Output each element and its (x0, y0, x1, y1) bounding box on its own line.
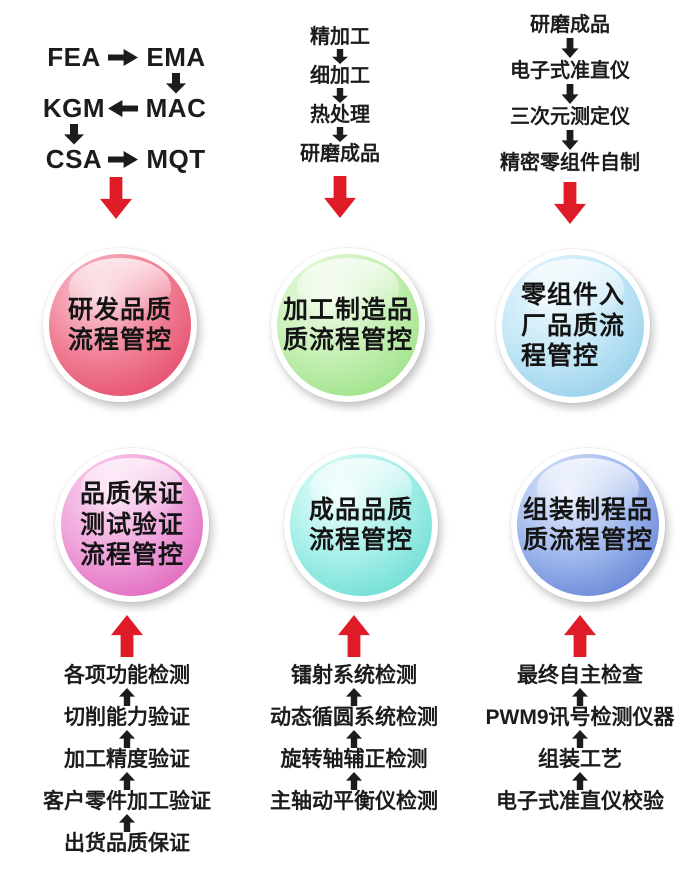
code-label: MQT (146, 144, 206, 174)
incoming-parts-flow: 研磨成品 电子式准直仪 三次元测定仪 精密零组件自制 (453, 14, 687, 224)
up-arrow-icon (119, 688, 135, 706)
up-arrow-icon (572, 688, 588, 706)
down-arrow-icon (561, 38, 579, 58)
flow-step: 镭射系统检测 (291, 664, 417, 687)
flow-step: 研磨成品 (300, 143, 380, 165)
bubble-line: 研发品质 (67, 295, 172, 324)
bubble-line: 流程管控 (67, 326, 172, 354)
bubble-label: 品质保证 测试验证 流程管控 (80, 479, 184, 571)
bubble-line: 流程管控 (79, 541, 184, 570)
flow-step: 研磨成品 (530, 14, 610, 36)
flow-step: 三次元测定仪 (510, 106, 630, 128)
bubble-label: 组装制程品 质流程管控 (523, 495, 653, 556)
up-arrow-icon (346, 730, 362, 748)
bubble-qa-test-verify: 品质保证 测试验证 流程管控 (24, 448, 209, 602)
red-down-arrow-icon (324, 176, 356, 218)
flow-step: 热处理 (310, 104, 370, 126)
down-arrow-icon (166, 72, 186, 94)
bubble-circle: 成品品质 流程管控 (284, 448, 438, 602)
flow-step: 主轴动平衡仪检测 (270, 790, 438, 813)
code-label: CSA (45, 144, 103, 174)
bubble-machining-quality: 加工制造品 质流程管控 (271, 248, 456, 402)
code-label: FEA (47, 42, 101, 72)
left-arrow-icon (108, 100, 138, 117)
flow-step: 加工精度验证 (64, 748, 190, 771)
right-arrow-icon (108, 151, 138, 168)
red-up-arrow-icon (564, 615, 596, 657)
bubble-assembly-process-quality: 组装制程品 质流程管控 (480, 448, 665, 602)
flow-step: 精密零组件自制 (500, 152, 640, 174)
code-label: MAC (145, 93, 207, 123)
flow-step: 最终自主检查 (517, 664, 643, 687)
bubble-circle: 研发品质 流程管控 (43, 248, 197, 402)
assembly-check-flow: 最终自主检查 PWM9讯号检测仪器 组装工艺 电子式准直仪校验 (463, 615, 697, 813)
red-up-arrow-icon (111, 615, 143, 657)
rd-code-flow: FEA EMA KGM MAC CSA MQT (42, 42, 212, 175)
up-arrow-icon (119, 772, 135, 790)
bubble-incoming-quality: 零组件入 厂品质流 程管控 (496, 249, 681, 403)
flow-step: 出货品质保证 (64, 832, 190, 855)
bubble-label: 成品品质 流程管控 (309, 495, 413, 556)
up-arrow-icon (572, 730, 588, 748)
bubble-line: 质流程管控 (282, 326, 413, 354)
bubble-finished-product-quality: 成品品质 流程管控 (253, 448, 438, 602)
bubble-line: 加工制造品 (282, 295, 413, 324)
down-arrow-icon (64, 123, 84, 145)
bubble-line: 质流程管控 (522, 526, 653, 554)
right-arrow-icon (108, 49, 138, 66)
system-test-flow: 镭射系统检测 动态循圆系统检测 旋转轴辅正检测 主轴动平衡仪检测 (237, 615, 471, 813)
flow-step: 组装工艺 (538, 748, 622, 771)
machining-flow: 精加工 细加工 热处理 研磨成品 (223, 26, 457, 218)
red-down-arrow-icon (554, 182, 586, 224)
bubble-line: 流程管控 (308, 526, 413, 554)
bubble-rd-quality: 研发品质 流程管控 (43, 248, 228, 402)
down-arrow-icon (332, 127, 348, 142)
down-arrow-icon (561, 84, 579, 104)
bubble-circle: 加工制造品 质流程管控 (271, 248, 425, 402)
flow-step: 电子式准直仪 (510, 60, 630, 82)
flow-step: 细加工 (310, 65, 370, 87)
flow-step: 旋转轴辅正检测 (280, 748, 428, 771)
bubble-line: 成品品质 (308, 495, 413, 524)
bubble-circle: 品质保证 测试验证 流程管控 (55, 448, 209, 602)
functional-test-flow: 各项功能检测 切削能力验证 加工精度验证 客户零件加工验证 出货品质保证 (10, 615, 244, 855)
code-label: EMA (146, 42, 206, 72)
bubble-line: 测试验证 (79, 510, 184, 539)
red-down-arrow-icon (100, 177, 132, 219)
up-arrow-icon (119, 730, 135, 748)
code-label: KGM (42, 93, 106, 123)
bubble-circle: 零组件入 厂品质流 程管控 (496, 249, 650, 403)
flow-step: 各项功能检测 (64, 664, 190, 687)
bubble-line: 零组件入 (520, 281, 625, 310)
flow-step: 精加工 (310, 26, 370, 48)
bubble-label: 零组件入 厂品质流 程管控 (521, 280, 625, 372)
down-arrow-icon (332, 49, 348, 64)
up-arrow-icon (346, 688, 362, 706)
up-arrow-icon (346, 772, 362, 790)
bubble-circle: 组装制程品 质流程管控 (511, 448, 665, 602)
flow-step: 电子式准直仪校验 (496, 790, 664, 813)
flow-step: 切削能力验证 (64, 706, 190, 729)
up-arrow-icon (572, 772, 588, 790)
bubble-label: 研发品质 流程管控 (68, 295, 172, 356)
bubble-line: 品质保证 (79, 480, 184, 509)
red-up-arrow-icon (338, 615, 370, 657)
down-arrow-icon (332, 88, 348, 103)
down-arrow-icon (561, 130, 579, 150)
flow-step: 客户零件加工验证 (43, 790, 211, 813)
bubble-label: 加工制造品 质流程管控 (283, 295, 413, 356)
flow-step: PWM9讯号检测仪器 (485, 706, 675, 729)
bubble-line: 厂品质流 (520, 311, 625, 340)
flow-step: 动态循圆系统检测 (270, 706, 438, 729)
up-arrow-icon (119, 814, 135, 832)
bubble-line: 组装制程品 (522, 495, 653, 524)
bubble-line: 程管控 (520, 342, 599, 371)
